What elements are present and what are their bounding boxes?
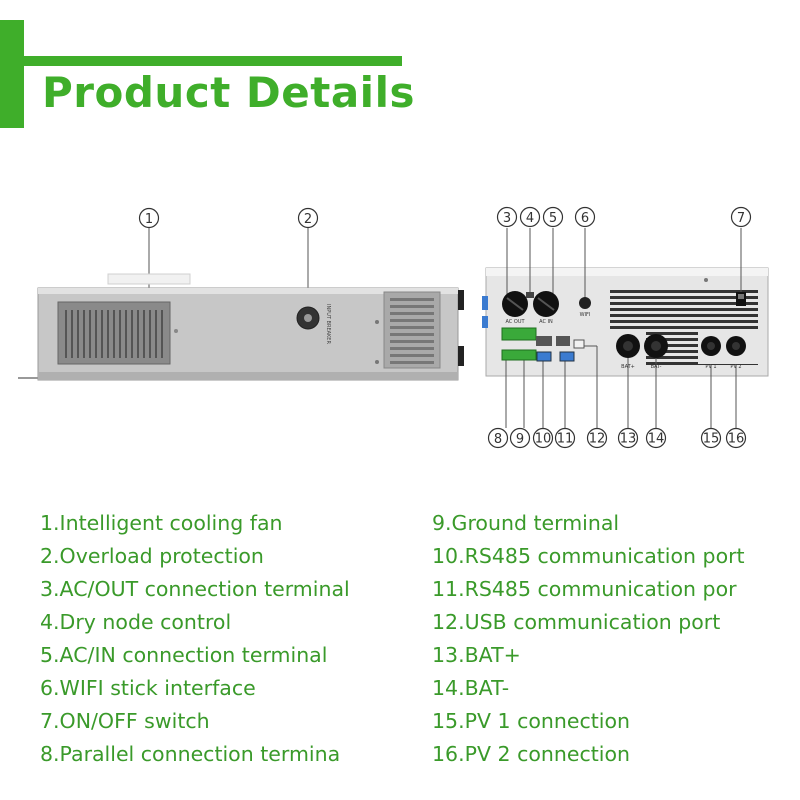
- callout-15: 15: [700, 427, 722, 449]
- svg-text:15: 15: [703, 432, 720, 447]
- feature-item: 7.ON/OFF switch: [40, 709, 210, 733]
- cooling-fan-grille: [65, 310, 163, 358]
- bat-neg-terminal: [644, 334, 668, 358]
- page-title: Product Details: [42, 68, 415, 117]
- svg-text:BAT-: BAT-: [651, 364, 662, 370]
- feature-list-right: 9.Ground terminal 10.RS485 communication…: [432, 508, 745, 772]
- feature-item: 13.BAT+: [432, 643, 521, 667]
- svg-text:4: 4: [526, 211, 534, 226]
- callout-8: 8: [487, 427, 509, 449]
- parallel-terminal: [501, 327, 537, 361]
- device-side-view: 1 2 INPUT BREAKER: [18, 207, 464, 381]
- ac-out-terminal: [502, 291, 528, 317]
- svg-text:8: 8: [494, 432, 502, 447]
- svg-text:3: 3: [503, 211, 511, 226]
- svg-text:12: 12: [589, 432, 606, 447]
- callout-6: 6: [574, 206, 596, 228]
- svg-text:AC OUT: AC OUT: [505, 319, 525, 325]
- feature-item: 3.AC/OUT connection terminal: [40, 577, 350, 601]
- callout-lines-front: [505, 228, 742, 428]
- rs485-db9-port: [536, 351, 575, 362]
- svg-text:7: 7: [737, 211, 745, 226]
- callout-13: 13: [617, 427, 639, 449]
- ac-in-terminal: [533, 291, 559, 317]
- svg-text:PV 2: PV 2: [730, 364, 741, 370]
- callout-9: 9: [509, 427, 531, 449]
- usb-port: [573, 339, 585, 349]
- feature-item: 1.Intelligent cooling fan: [40, 511, 283, 535]
- pv2-terminal: [726, 336, 746, 356]
- input-breaker: [296, 306, 320, 330]
- svg-text:WIFI: WIFI: [580, 312, 591, 318]
- callout-5: 5: [542, 206, 564, 228]
- feature-item: 4.Dry node control: [40, 610, 232, 634]
- svg-text:1: 1: [145, 212, 153, 227]
- feature-item: 2.Overload protection: [40, 544, 264, 568]
- pv1-terminal: [701, 336, 721, 356]
- feature-item: 11.RS485 communication por: [432, 577, 737, 601]
- on-off-switch: [736, 292, 746, 306]
- header-accent-bar-left: [0, 20, 24, 128]
- feature-item: 9.Ground terminal: [432, 511, 620, 535]
- feature-list-left: 1.Intelligent cooling fan 2.Overload pro…: [40, 508, 350, 772]
- callout-12: 12: [586, 427, 608, 449]
- svg-text:13: 13: [620, 432, 637, 447]
- svg-text:10: 10: [535, 432, 552, 447]
- callout-10: 10: [532, 427, 554, 449]
- svg-text:INPUT BREAKER: INPUT BREAKER: [325, 304, 331, 344]
- callout-7: 7: [730, 206, 752, 228]
- bat-pos-terminal: [616, 334, 640, 358]
- header-accent-bar-top: [24, 56, 402, 66]
- feature-item: 5.AC/IN connection terminal: [40, 643, 328, 667]
- callout-14: 14: [645, 427, 667, 449]
- feature-item: 15.PV 1 connection: [432, 709, 631, 733]
- svg-text:AC IN: AC IN: [539, 319, 553, 325]
- feature-item: 12.USB communication port: [432, 610, 721, 634]
- callout-3: 3: [496, 206, 518, 228]
- svg-text:6: 6: [581, 211, 589, 226]
- feature-item: 14.BAT-: [432, 676, 510, 700]
- callout-1: 1: [138, 207, 160, 229]
- svg-text:11: 11: [557, 432, 574, 447]
- feature-item: 16.PV 2 connection: [432, 742, 631, 766]
- svg-text:16: 16: [728, 432, 745, 447]
- svg-text:9: 9: [516, 432, 524, 447]
- feature-item: 6.WIFI stick interface: [40, 676, 256, 700]
- svg-text:5: 5: [549, 211, 557, 226]
- rs485-port: [536, 336, 570, 346]
- svg-text:BAT+: BAT+: [621, 364, 635, 370]
- feature-item: 8.Parallel connection termina: [40, 742, 341, 766]
- callout-11: 11: [554, 427, 576, 449]
- side-vent: [390, 298, 434, 364]
- callout-4: 4: [519, 206, 541, 228]
- svg-text:2: 2: [304, 212, 312, 227]
- callout-2: 2: [297, 207, 319, 229]
- callout-16: 16: [725, 427, 747, 449]
- wifi-interface: [579, 297, 591, 309]
- svg-text:14: 14: [648, 432, 665, 447]
- feature-item: 10.RS485 communication port: [432, 544, 745, 568]
- device-front-panel: AC OUT AC IN WIFI BAT+ BAT-: [482, 206, 769, 449]
- svg-text:PV 1: PV 1: [705, 364, 716, 370]
